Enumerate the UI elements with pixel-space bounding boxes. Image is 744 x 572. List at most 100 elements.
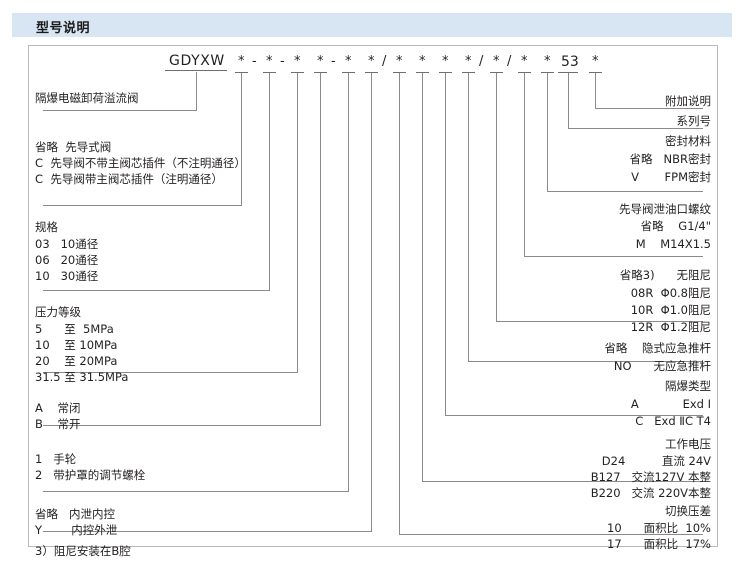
label-push-rod-line-0: 省略 隐式应急推杆: [604, 341, 711, 355]
code-token-6: -: [331, 54, 336, 69]
leader-v-working-voltage: [422, 73, 423, 482]
token-underline-7: [342, 72, 355, 73]
token-underline-4: [291, 72, 304, 73]
label-pressure-line-1: 10 至 10MPa: [35, 338, 118, 352]
label-specification-title: 规格: [35, 220, 58, 234]
label-explosion-type-title: 隔爆类型: [665, 379, 711, 393]
code-token-9: /: [382, 54, 387, 69]
label-explosion-type-line-1: C Exd ⅡC T4: [635, 414, 711, 428]
label-pilot-type-line-2: C 先导阀带主阀芯插件（注明通径）: [35, 172, 223, 186]
label-explosion-type-line-0: A Exd Ⅰ: [630, 397, 711, 411]
token-underline-12: [439, 72, 452, 73]
label-working-voltage-line-1: B127 交流127V 本整: [590, 470, 711, 484]
code-token-16: /: [507, 54, 512, 69]
leader-h-working-voltage: [422, 481, 703, 482]
leader-v-pilot-drain: [524, 73, 525, 257]
leader-h-product-name: [43, 110, 197, 111]
label-adjust-type-line-1: 2 带护罩的调节螺栓: [35, 468, 146, 482]
model-code-diagram: GDYXW * - * - * * - * * / * * * * / * / …: [28, 45, 718, 558]
leader-v-switch-pressure: [399, 73, 400, 535]
code-token-4: *: [294, 54, 301, 69]
code-token-14: /: [479, 54, 484, 69]
leader-h-series-number: [568, 128, 703, 129]
label-damping-line-0: 省略3) 无阻尼: [619, 268, 711, 282]
leader-v-explosion-type: [445, 73, 446, 416]
leader-h-additional-note: [595, 108, 703, 109]
code-token-7: *: [345, 54, 352, 69]
token-underline-5: [314, 72, 327, 73]
code-token-3: -: [280, 54, 285, 69]
leader-v-adjust-type: [348, 73, 349, 492]
code-token-0: *: [238, 54, 245, 69]
leader-v-normal-state: [320, 73, 321, 426]
leader-v-push-rod: [468, 73, 469, 362]
label-specification-line-0: 03 10通径: [35, 237, 99, 251]
token-underline-18: [541, 72, 554, 73]
leader-v-specification: [269, 73, 270, 291]
leader-v-drain-control: [371, 73, 372, 532]
leader-h-drain-control: [43, 531, 372, 532]
token-underline-0: [235, 72, 248, 73]
token-underline-8: [365, 72, 378, 73]
label-drain-control-line-1: Y 内控外泄: [35, 523, 118, 537]
leader-h-damping: [496, 321, 703, 322]
leader-v-damping: [496, 73, 497, 322]
model-code-brand: GDYXW: [169, 53, 225, 69]
model-code-row: GDYXW * - * - * * - * * / * * * * / * / …: [29, 46, 717, 80]
leader-h-pilot-drain: [524, 256, 703, 257]
leader-h-pilot-type: [43, 205, 242, 206]
label-switch-pressure-title: 切换压差: [665, 504, 711, 518]
label-series-number: 系列号: [676, 114, 712, 128]
label-working-voltage-line-0: D24 直流 24V: [601, 454, 711, 468]
label-push-rod-line-1: NO 无应急推杆: [613, 359, 711, 373]
code-token-13: *: [465, 54, 472, 69]
leader-v-pressure: [297, 73, 298, 373]
leader-h-adjust-type: [43, 491, 349, 492]
token-underline-11: [416, 72, 429, 73]
label-pressure-line-0: 5 至 5MPa: [35, 322, 114, 336]
leader-h-specification: [43, 290, 270, 291]
label-drain-control-line-0: 省略 内泄内控: [35, 507, 115, 521]
label-switch-pressure-line-0: 10 面积比 10%: [607, 521, 711, 535]
leader-v-product-name: [196, 72, 197, 111]
code-token-10: *: [396, 54, 403, 69]
label-pressure-line-3: 31.5 至 31.5MPa: [35, 370, 129, 384]
label-product-name: 隔爆电磁卸荷溢流阀: [35, 91, 139, 105]
code-token-12: *: [442, 54, 449, 69]
leader-h-normal-state: [43, 425, 321, 426]
label-specification-line-2: 10 30通径: [35, 269, 99, 283]
leader-v-pilot-type: [241, 73, 242, 206]
section-title-bar: 型号说明: [12, 13, 732, 37]
code-token-11: *: [419, 54, 426, 69]
token-underline-19: [558, 72, 578, 73]
label-pilot-drain-line-1: M M14X1.5: [635, 237, 711, 251]
label-footnote: 3）阻尼安装在B腔: [35, 544, 131, 558]
label-switch-pressure-line-1: 17 面积比 17%: [607, 537, 711, 551]
label-pilot-drain-line-0: 省略 G1/4": [640, 219, 711, 233]
label-pilot-type-line-0: 省略 先导式阀: [35, 140, 112, 154]
label-additional-note: 附加说明: [665, 94, 711, 108]
label-damping-line-3: 12R Φ1.2阻尼: [630, 320, 711, 334]
leader-v-seal-material: [547, 73, 548, 192]
leader-v-additional-note: [595, 73, 596, 109]
token-underline-17: [518, 72, 531, 73]
code-token-19: 53: [561, 54, 579, 70]
code-token-17: *: [521, 54, 528, 69]
page-title: 型号说明: [36, 21, 91, 36]
code-token-5: *: [317, 54, 324, 69]
label-specification-line-1: 06 20通径: [35, 253, 99, 267]
label-pilot-type-line-1: C 先导阀不带主阀芯插件（不注明通径）: [35, 156, 246, 170]
label-damping-line-2: 10R Φ1.0阻尼: [630, 303, 711, 317]
token-underline-20: [589, 72, 602, 73]
brand-underline: [165, 70, 227, 71]
token-underline-15: [490, 72, 503, 73]
label-pilot-drain-title: 先导阀泄油口螺纹: [619, 202, 711, 216]
code-token-18: *: [544, 54, 551, 69]
label-normal-state-line-1: B 常开: [35, 417, 81, 431]
token-underline-13: [462, 72, 475, 73]
label-pressure-line-2: 20 至 20MPa: [35, 354, 118, 368]
label-seal-material-line-0: 省略 NBR密封: [629, 152, 711, 166]
leader-h-pressure: [43, 372, 298, 373]
leader-v-series-number: [568, 73, 569, 129]
leader-h-switch-pressure: [399, 534, 703, 535]
